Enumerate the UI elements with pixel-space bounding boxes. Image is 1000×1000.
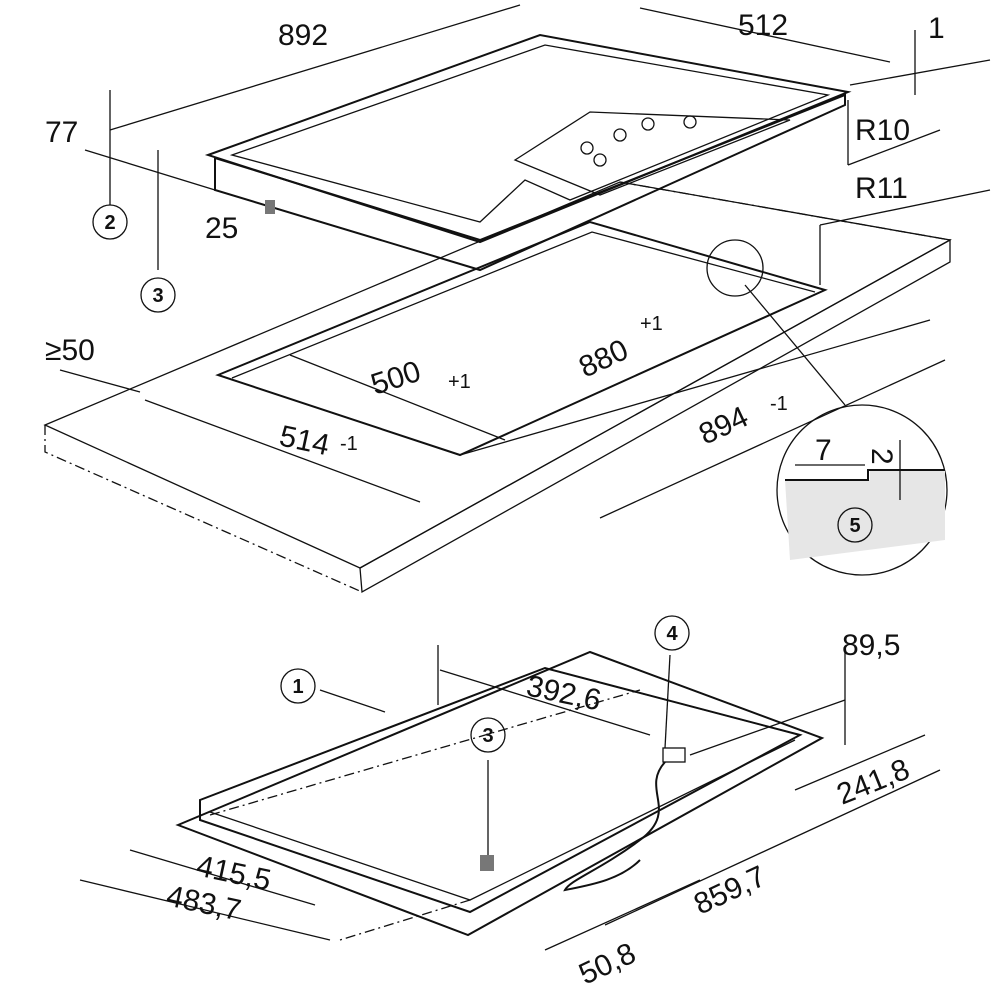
foot — [480, 855, 494, 871]
dim-r11: R11 — [855, 172, 908, 205]
dim-glass-step: 1 — [928, 12, 945, 45]
cutout-opening — [215, 220, 828, 457]
callout-3-underside: 3 — [470, 717, 506, 753]
callouts: 2 3 5 4 1 3 — [92, 204, 873, 753]
glass-surface — [229, 44, 831, 223]
callout-3-top: 3 — [140, 277, 176, 313]
svg-text:4: 4 — [666, 623, 678, 645]
dim-conn-offset-x: 392,6 — [524, 670, 604, 718]
callout-1: 1 — [280, 668, 316, 704]
control-knobs — [580, 115, 697, 167]
dim-inner-depth: 500 — [367, 355, 425, 402]
dim-cutout-depth-tol: -1 — [340, 433, 358, 455]
countertop — [43, 181, 952, 594]
callout-4: 4 — [654, 615, 690, 651]
edge-detail — [776, 404, 948, 576]
dim-foot-offset: 50,8 — [574, 937, 641, 992]
dim-conn-depth: 241,8 — [832, 753, 914, 812]
dim-width: 892 — [278, 19, 328, 52]
hob-underside-view — [79, 645, 941, 951]
dim-cutout-depth: 514 — [277, 420, 333, 463]
dim-detail-step: 2 — [865, 448, 898, 465]
dim-min-edge: ≥50 — [45, 334, 95, 367]
svg-text:2: 2 — [104, 212, 115, 234]
dim-r10: R10 — [855, 114, 910, 147]
dim-inner-width: 880 — [574, 333, 633, 384]
dim-frame-height: 25 — [205, 212, 238, 245]
dim-cutout-width: 894 — [694, 400, 753, 451]
callout-5: 5 — [837, 507, 873, 543]
foot — [265, 200, 275, 214]
dim-cutout-width-tol: -1 — [770, 393, 788, 415]
callout-2: 2 — [92, 204, 128, 240]
svg-text:3: 3 — [152, 285, 163, 307]
control-area — [513, 111, 791, 196]
dim-conn-offset-y: 89,5 — [842, 629, 900, 662]
dim-height: 77 — [45, 116, 78, 149]
dim-inner-width-tol: +1 — [640, 313, 663, 335]
dimension-lines — [59, 4, 991, 519]
connection-box — [662, 747, 686, 763]
dim-depth: 512 — [738, 9, 788, 42]
dim-inner-width-underside: 859,7 — [689, 860, 771, 922]
svg-text:3: 3 — [482, 725, 493, 747]
dim-detail-offset: 7 — [815, 434, 832, 467]
power-cable — [563, 761, 666, 892]
svg-text:1: 1 — [292, 676, 303, 698]
dim-inner-depth-tol: +1 — [448, 371, 471, 393]
svg-text:5: 5 — [849, 515, 860, 537]
